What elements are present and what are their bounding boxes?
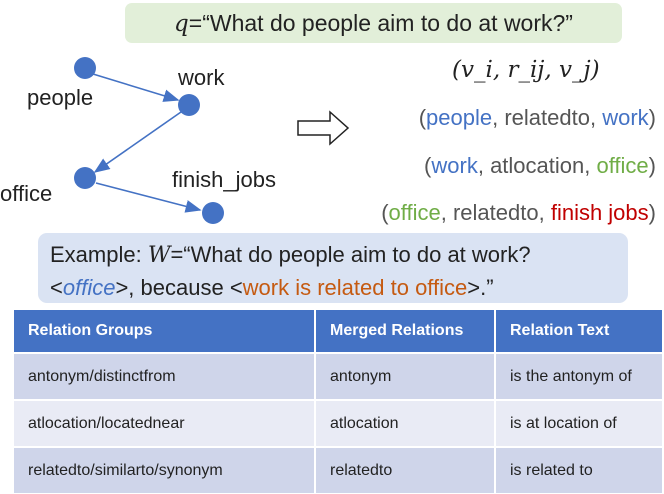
node-people (74, 57, 96, 79)
example-because: >, because < (115, 275, 243, 300)
table-row: relatedto/similarto/synonym relatedto is… (14, 446, 662, 493)
node-work (178, 94, 200, 116)
table-row: antonym/distinctfrom antonym is the anto… (14, 352, 662, 400)
edge-people-work (92, 73, 180, 102)
triple-sep: , (589, 105, 603, 130)
table-cell: relatedto/similarto/synonym (14, 446, 316, 493)
triple-2: (work, atlocation, office) (424, 153, 656, 179)
node-label-office: office (0, 181, 53, 206)
example-variable: W (147, 243, 171, 268)
triple-relation: relatedto (452, 200, 539, 225)
table-cell: is at location of (495, 399, 662, 447)
question-variable: q (174, 11, 189, 37)
triple-sep: , (584, 153, 597, 178)
triple-3: (office, relatedto, finish jobs) (381, 200, 656, 226)
triple-1: (people, relatedto, work) (419, 105, 656, 131)
column-header: Relation Text (495, 310, 662, 353)
node-office (74, 167, 96, 189)
node-label-people: people (27, 85, 94, 110)
triple-paren: ( (381, 200, 389, 225)
relation-table: Relation Groups Merged Relations Relatio… (14, 310, 662, 493)
table-row: atlocation/locatednear atlocation is at … (14, 399, 662, 447)
question-text: =“What do people aim to do at work?” (188, 10, 573, 36)
example-line-1: Example: W=“What do people aim to do at … (50, 239, 616, 272)
triple-paren: ) (648, 105, 656, 130)
triple-tail: finish jobs (550, 200, 649, 225)
example-line-2: <office>, because <work is related to of… (50, 272, 616, 304)
hollow-arrow-icon (297, 110, 350, 146)
triple-paren: ) (648, 200, 656, 225)
triple-sep: , (492, 105, 505, 130)
question-box: q=“What do people aim to do at work?” (125, 3, 622, 43)
example-box: Example: W=“What do people aim to do at … (38, 233, 628, 303)
example-answer: office (62, 275, 116, 300)
triple-relation: atlocation (490, 153, 585, 178)
example-bracket: < (50, 275, 63, 300)
table-cell: antonym/distinctfrom (14, 352, 316, 400)
triple-head: people (426, 105, 493, 130)
triple-paren: ( (424, 153, 432, 178)
table-cell: atlocation/locatednear (14, 399, 316, 447)
triple-tail: work (602, 105, 649, 130)
edge-office-finish-jobs (95, 182, 202, 213)
triple-paren: ) (648, 153, 656, 178)
column-header: Merged Relations (315, 310, 496, 353)
example-question: =“What do people aim to do at work? (170, 242, 531, 267)
table-header-row: Relation Groups Merged Relations Relatio… (14, 310, 662, 353)
triple-head: work (431, 153, 478, 178)
node-label-work: work (178, 65, 225, 90)
table-cell: antonym (315, 352, 496, 400)
node-finish-jobs (202, 202, 224, 224)
table-cell: relatedto (315, 446, 496, 493)
triple-relation: relatedto (504, 105, 590, 130)
column-header: Relation Groups (14, 310, 316, 353)
triple-head: office (388, 200, 441, 225)
triple-sep: , (538, 200, 551, 225)
table-cell: is the antonym of (495, 352, 662, 400)
triple-paren: ( (418, 105, 427, 130)
example-reason: work is related to office (242, 275, 468, 300)
node-label-finish-jobs: finish_jobs (172, 167, 276, 192)
tuple-header: (v_i, r_ij, v_j) (452, 57, 600, 83)
table-cell: atlocation (315, 399, 496, 447)
example-end: >.” (467, 275, 494, 300)
triple-tail: office (596, 153, 649, 178)
triple-sep: , (477, 153, 491, 178)
example-prefix: Example: (50, 242, 148, 267)
knowledge-graph (74, 57, 350, 224)
triple-sep: , (440, 200, 453, 225)
table-cell: is related to (495, 446, 662, 493)
edge-work-office (93, 111, 182, 173)
